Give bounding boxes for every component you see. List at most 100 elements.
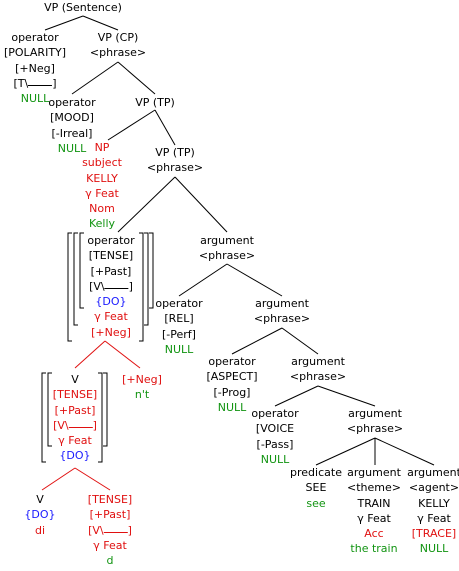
theme-l4: γ Feat — [357, 511, 391, 525]
edge-root-vpcp — [82, 15, 119, 31]
voice-l2: [VOICE — [255, 422, 295, 436]
theme-l5: Acc — [364, 527, 384, 541]
vp-tp1-l1: VP (TP) — [135, 96, 175, 109]
rel-l1: operator — [155, 297, 203, 310]
polarity-l1: operator — [11, 31, 59, 44]
edge-arg3-arg4 — [317, 385, 376, 407]
tense-d-l2: [+Past] — [89, 508, 131, 522]
edge-arg3-voice — [274, 385, 319, 407]
aspect-l2: [ASPECT] — [206, 370, 258, 384]
np-l3: KELLY — [86, 171, 118, 185]
tense-d-l3: [V\ — [88, 523, 104, 537]
predicate-node: predicate SEE see — [290, 465, 342, 511]
tense-op-l7: [+Neg] — [91, 325, 131, 339]
np-l2: subject — [82, 156, 122, 170]
arg1-l1: argument — [200, 234, 254, 247]
edge-root-polarity — [44, 15, 84, 31]
vp-cp-l1: VP (CP) — [97, 31, 139, 44]
v-do-l3: [+Past] — [54, 403, 96, 417]
aspect-l3: [-Prog] — [213, 385, 251, 399]
mood-l4: NULL — [57, 141, 87, 155]
arg2-l1: argument — [255, 297, 309, 310]
rel-operator-node: operator [REL] [-Perf] NULL — [155, 296, 202, 357]
voice-l1: operator — [251, 407, 299, 420]
edge-vptp2-arg1 — [174, 176, 228, 233]
argument-2-node: argument <phrase> — [254, 296, 310, 327]
root-label: VP (Sentence) — [44, 1, 122, 14]
predicate-l1: predicate — [290, 466, 342, 479]
agent-argument-node: argument <agent> KELLY γ Feat [TRACE] NU… — [407, 465, 459, 557]
neg-l2: n't — [134, 388, 150, 402]
agent-l6: NULL — [419, 542, 449, 556]
edge-arg4-predicate — [315, 437, 376, 466]
np-l1: NP — [94, 141, 110, 154]
tense-op-l4: [V\ — [89, 279, 105, 293]
mood-l1: operator — [48, 96, 96, 109]
rel-l2: [REL] — [164, 312, 194, 326]
aspect-l1: operator — [208, 355, 256, 368]
argument-3-node: argument <phrase> — [290, 354, 346, 385]
tense-op-l2: [TENSE] — [88, 249, 134, 263]
edge-arg2-arg3 — [281, 327, 319, 355]
v-do-node: V [TENSE] [+Past] [V\] γ Feat {DO} — [52, 373, 98, 463]
aspect-operator-node: operator [ASPECT] [-Prog] NULL — [206, 354, 257, 415]
theme-l6: the train — [350, 542, 398, 556]
polarity-operator-node: operator [POLARITY] [+Neg] [T\] NULL — [3, 31, 67, 106]
v-di-l2: {DO} — [24, 508, 56, 522]
mood-l3: [-Irreal] — [51, 126, 93, 140]
np-l5: Nom — [89, 202, 115, 216]
tense-d-l4: γ Feat — [93, 538, 127, 552]
voice-l4: NULL — [260, 452, 290, 466]
edge-arg1-rel — [178, 263, 228, 297]
rel-l4: NULL — [164, 342, 194, 356]
edge-vptp1-vptp2 — [154, 109, 176, 146]
tense-d-l1: [TENSE] — [87, 493, 133, 506]
predicate-l2: SEE — [305, 481, 327, 495]
mood-l2: [MOOD] — [50, 111, 94, 125]
edge-vptp2-tense — [117, 176, 176, 233]
theme-l3: TRAIN — [357, 496, 391, 510]
edge-vpcp-vptp1 — [117, 61, 156, 95]
arg4-l2: <phrase> — [346, 422, 404, 436]
neg-l1: [+Neg] — [122, 373, 162, 386]
arg2-l2: <phrase> — [253, 312, 311, 326]
edge-vpcp-mood — [71, 61, 119, 95]
predicate-l3: see — [306, 496, 326, 510]
agent-l1: argument — [407, 466, 459, 479]
tense-op-l3: [+Past] — [90, 264, 132, 278]
v-tense-brackets — [41, 372, 108, 463]
rel-l3: [-Perf] — [162, 327, 196, 341]
tense-d-node: [TENSE] [+Past] [V\] γ Feat d — [87, 493, 133, 568]
argument-4-node: argument <phrase> — [347, 406, 403, 437]
edge-v-tensed — [74, 467, 111, 491]
tense-operator-brackets — [67, 232, 154, 342]
arg1-l2: <phrase> — [198, 249, 256, 263]
agent-l4: γ Feat — [417, 511, 451, 525]
polarity-l4: [T\ — [13, 76, 29, 90]
agent-l3: KELLY — [418, 496, 450, 510]
aspect-l4: NULL — [217, 400, 247, 414]
vp-tp2-l1: VP (TP) — [155, 146, 195, 159]
tense-op-l5: {DO} — [95, 295, 127, 309]
argument-1-node: argument <phrase> — [199, 233, 255, 264]
polarity-l2: [POLARITY] — [3, 46, 67, 60]
arg4-l1: argument — [348, 407, 402, 420]
edge-tense-neg — [104, 340, 141, 369]
tense-op-l1: operator — [87, 234, 135, 247]
root-node: VP (Sentence) — [44, 0, 122, 15]
edge-vptp1-np — [107, 109, 156, 141]
np-l6: Kelly — [88, 217, 116, 231]
edge-arg4-agent — [374, 437, 435, 466]
v-di-l3: di — [34, 523, 46, 537]
edge-v-vdi — [41, 467, 76, 491]
polarity-l3: [+Neg] — [15, 61, 55, 75]
vp-tp2-node: VP (TP) <phrase> — [147, 145, 203, 176]
v-do-l1: V — [71, 373, 79, 386]
edge-tense-v — [74, 340, 106, 369]
vp-cp-node: VP (CP) <phrase> — [90, 30, 146, 61]
mood-operator-node: operator [MOOD] [-Irreal] NULL — [48, 95, 95, 156]
theme-l1: argument — [347, 466, 401, 479]
theme-argument-node: argument <theme> TRAIN γ Feat Acc the tr… — [347, 465, 401, 557]
